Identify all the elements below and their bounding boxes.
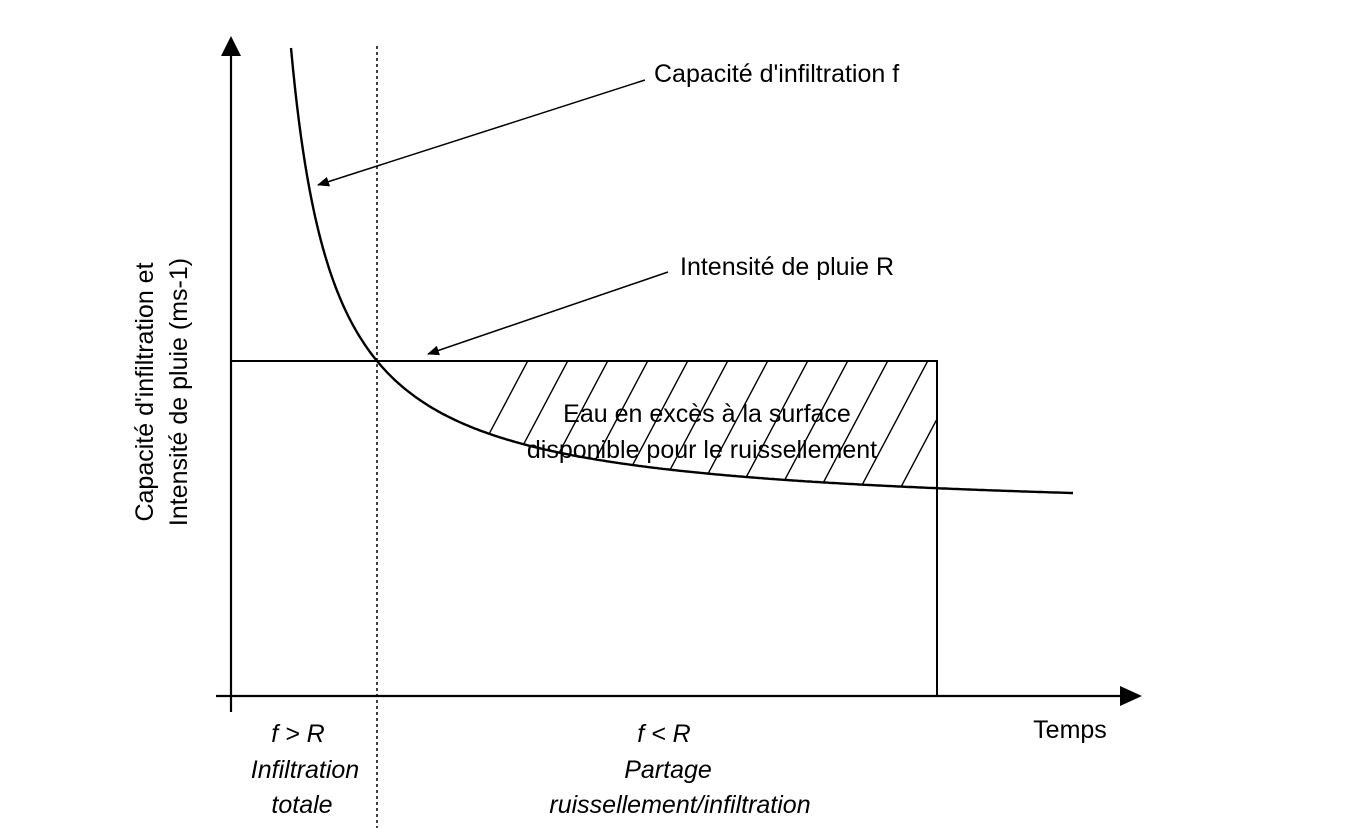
hatch-line	[819, 361, 937, 489]
hatch-line	[1340, 300, 1361, 640]
excess-label-line2: disponible pour le ruissellement	[527, 436, 877, 464]
hatch-line	[379, 361, 561, 489]
hatch-line	[739, 361, 921, 489]
y-axis-label-line1: Capacité d'infiltration et	[131, 262, 159, 521]
x-axis-label: Temps	[1033, 716, 1107, 744]
left-zone-line2: totale	[271, 791, 332, 819]
hatch-line	[1140, 300, 1320, 640]
hatch-line	[619, 361, 801, 489]
hatch-line	[459, 361, 641, 489]
hatch-line	[1060, 300, 1240, 640]
x-axis-arrow	[1120, 686, 1142, 706]
right-zone-condition: f < R	[637, 720, 691, 748]
hatch-line	[659, 361, 841, 489]
hatch-line	[419, 361, 601, 489]
infiltration-capacity-curve	[289, 47, 1073, 495]
hatch-line	[940, 300, 1120, 640]
hatch-line	[980, 300, 1160, 640]
excess-label-line1: Eau en excès à la surface	[563, 400, 851, 428]
y-axis-label-line2: Intensité de pluie (ms-1)	[165, 258, 193, 526]
rain-r-label: Intensité de pluie R	[680, 253, 894, 281]
right-zone-line1: Partage	[624, 756, 712, 784]
hatch-line	[1100, 300, 1280, 640]
hatch-line	[1220, 300, 1361, 640]
y-axis-arrow	[221, 36, 241, 56]
left-zone-line1: Infiltration	[251, 756, 359, 784]
hatch-line	[899, 361, 937, 489]
hatch-line	[699, 361, 881, 489]
right-zone-line2: ruissellement/infiltration	[549, 791, 810, 819]
hatch-line	[1180, 300, 1360, 640]
hatch-line	[1300, 300, 1361, 640]
hatch-line	[779, 361, 937, 489]
hatch-line	[499, 361, 681, 489]
hatch-line	[1020, 300, 1200, 640]
curve-f-arrow	[317, 79, 646, 187]
excess-water-hatching	[379, 300, 1361, 640]
hatch-line	[1260, 300, 1361, 640]
rain-intensity-line	[231, 360, 938, 696]
left-zone-condition: f > R	[271, 720, 325, 748]
hatch-line	[859, 361, 937, 489]
curve-f-label: Capacité d'infiltration f	[654, 60, 899, 88]
hatch-line	[539, 361, 721, 489]
rain-r-arrow	[427, 271, 669, 356]
